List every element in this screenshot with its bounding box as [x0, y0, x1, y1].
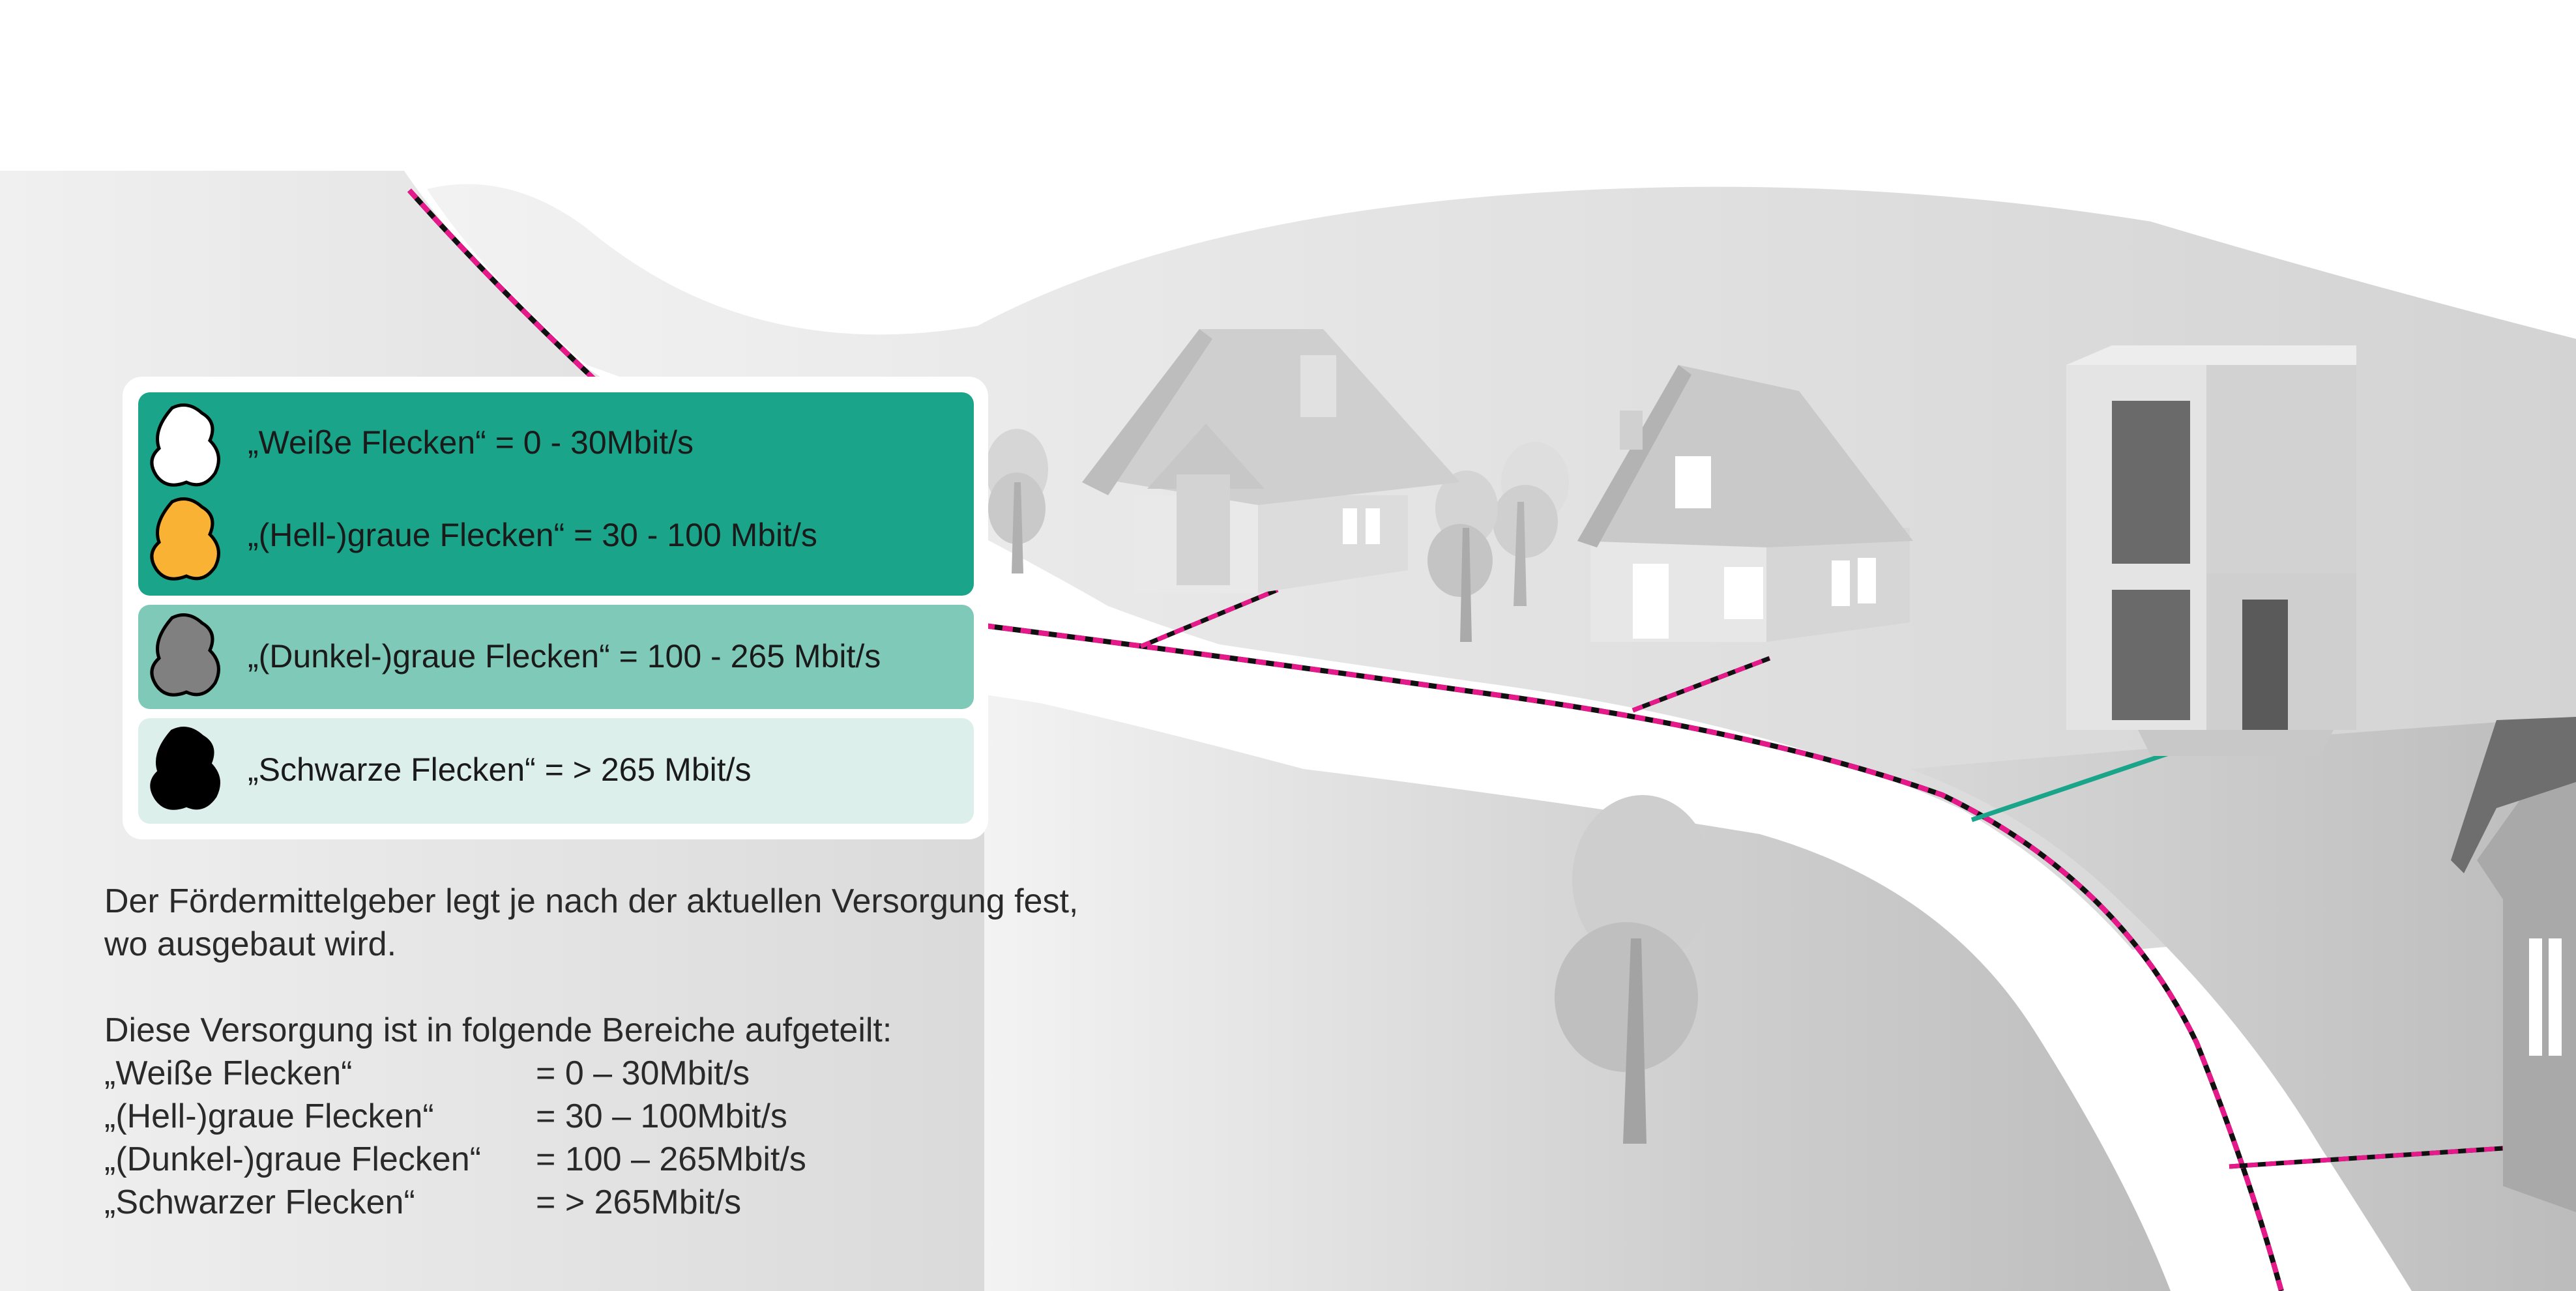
- light-gray-area-icon: [150, 497, 220, 581]
- description-line-3: Diese Versorgung ist in folgende Bereich…: [104, 1011, 892, 1049]
- house-connection-lines: [1139, 587, 2523, 1169]
- black-area-icon: [150, 727, 220, 810]
- legend-card: „Weiße Flecken“ = 0 - 30Mbit/s „(Hell-)g…: [123, 377, 988, 839]
- description-line-1: Der Fördermittelgeber legt je nach der a…: [104, 882, 1079, 920]
- fiber-trunk-line: [407, 188, 2284, 1291]
- white-area-icon: [150, 403, 220, 487]
- dark-gray-area-icon: [150, 613, 220, 697]
- legend-group-high-speed: „Schwarze Flecken“ = > 265 Mbit/s: [138, 718, 974, 824]
- tree-large-foreground: [1555, 795, 1713, 1144]
- category-range: = 100 – 265Mbit/s: [536, 1140, 806, 1178]
- legend-group-medium-speed: „(Dunkel-)graue Flecken“ = 100 - 265 Mbi…: [138, 605, 974, 709]
- category-name: „Schwarzer Flecken“: [104, 1183, 415, 1221]
- legend-label-dark-gray: „(Dunkel-)graue Flecken“ = 100 - 265 Mbi…: [248, 638, 881, 675]
- house-1: [1082, 329, 1460, 593]
- category-name: „(Dunkel-)graue Flecken“: [104, 1140, 481, 1178]
- description-line-2: wo ausgebaut wird.: [104, 925, 397, 963]
- category-name: „Weiße Flecken“: [104, 1054, 353, 1092]
- category-name: „(Hell-)graue Flecken“: [104, 1097, 434, 1135]
- tree-pair: [1427, 442, 1569, 642]
- category-range: = 0 – 30Mbit/s: [536, 1054, 750, 1092]
- house-edge-right: [2451, 717, 2576, 1212]
- category-range: = 30 – 100Mbit/s: [536, 1097, 787, 1135]
- tree-left-small: [986, 429, 1048, 573]
- right-field: [1910, 717, 2576, 1291]
- legend-label-white: „Weiße Flecken“ = 0 - 30Mbit/s: [248, 424, 694, 461]
- legend-label-black: „Schwarze Flecken“ = > 265 Mbit/s: [248, 751, 752, 788]
- legend-label-light-gray: „(Hell-)graue Flecken“ = 30 - 100 Mbit/s: [248, 517, 817, 553]
- modern-building: [2066, 345, 2356, 756]
- description: Der Fördermittelgeber legt je nach der a…: [104, 880, 1078, 1052]
- house-2: [1577, 365, 1913, 642]
- legend-group-low-speed: „Weiße Flecken“ = 0 - 30Mbit/s „(Hell-)g…: [138, 392, 974, 596]
- category-range: = > 265Mbit/s: [536, 1183, 742, 1221]
